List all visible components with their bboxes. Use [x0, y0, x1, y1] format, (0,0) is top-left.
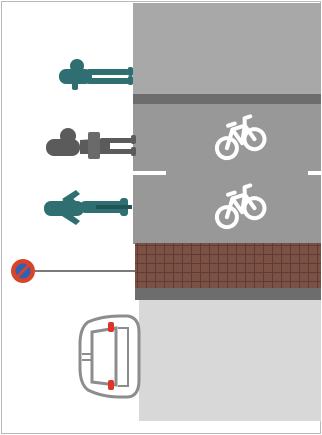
- no-stopping-sign: [11, 259, 35, 283]
- lane-marking-left: [133, 171, 166, 175]
- person-walking-upper: [59, 59, 133, 90]
- tiled-buffer-strip: [135, 243, 321, 289]
- buffer-edge: [135, 288, 321, 300]
- tail-light-bottom: [108, 380, 114, 390]
- person-cycling: [44, 190, 132, 225]
- car-top-view: [80, 316, 139, 397]
- tail-light-top: [108, 322, 114, 332]
- carriageway-lane: [139, 300, 321, 421]
- curb-edge: [133, 94, 321, 104]
- footpath-lane: [133, 3, 321, 95]
- lane-marking-right: [308, 171, 321, 175]
- person-walking-with-bag: [46, 128, 136, 159]
